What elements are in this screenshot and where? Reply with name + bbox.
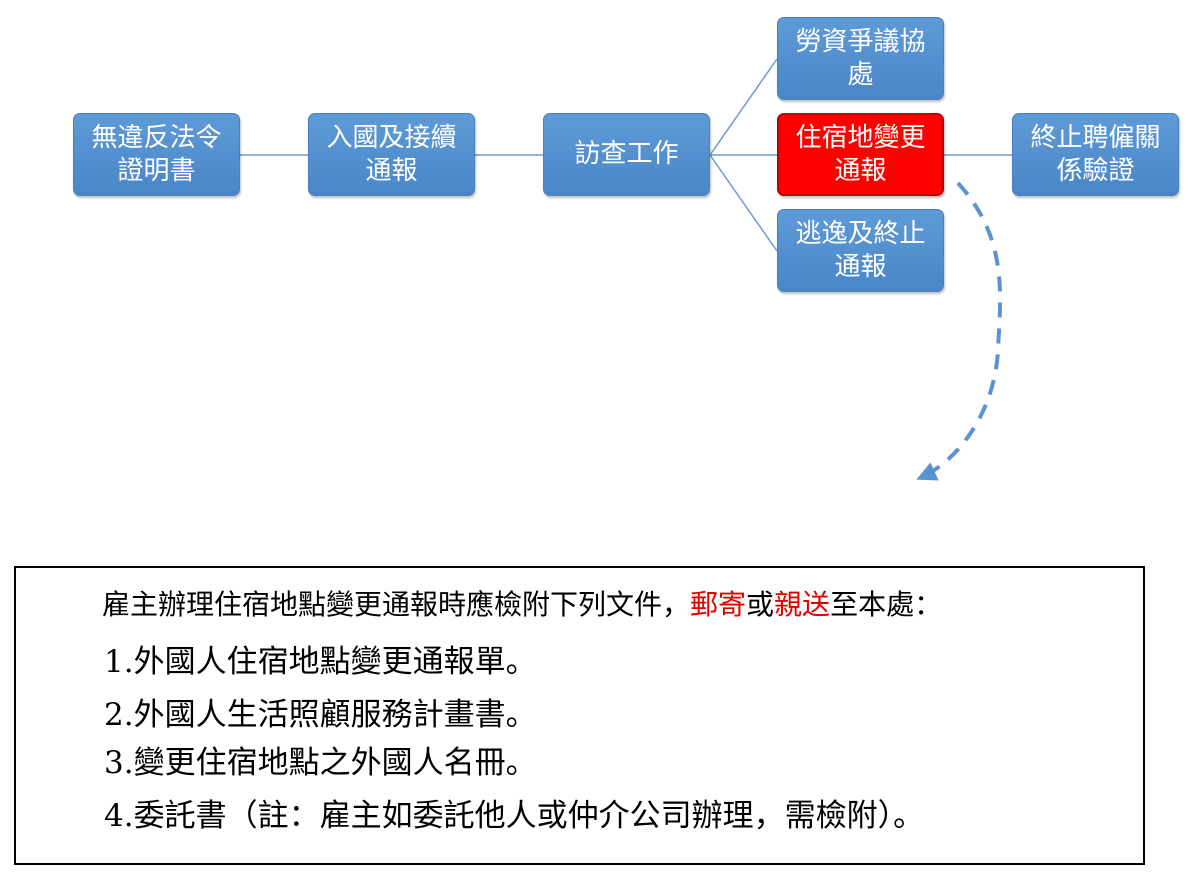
document-item: 3.變更住宿地點之外國人名冊。 [104, 745, 537, 781]
node-entry-notification: 入國及接續 通報 [308, 113, 475, 196]
intro-in-person-highlight: 親送 [774, 588, 831, 621]
node-no-violation-certificate: 無違反法令 證明書 [73, 113, 240, 196]
node-inspection-work: 訪查工作 [543, 113, 710, 196]
intro-text: 雇主辦理住宿地點變更通報時應檢附下列文件， [102, 588, 691, 621]
node-employment-termination-verification: 終止聘僱關 係驗證 [1012, 113, 1179, 196]
intro-or: 或 [746, 588, 775, 621]
edge-n3-n4 [709, 58, 778, 156]
node-labor-dispute: 勞資爭議協 處 [777, 17, 944, 100]
node-escape-termination-notification: 逃逸及終止 通報 [777, 209, 944, 292]
dashed-callout-arrow [916, 181, 1003, 481]
document-item: 2.外國人生活照顧服務計畫書。 [104, 697, 537, 733]
intro-mail-highlight: 郵寄 [690, 588, 747, 621]
required-documents-box: 雇主辦理住宿地點變更通報時應檢附下列文件，郵寄或親送至本處： 1.外國人住宿地點… [14, 566, 1145, 865]
document-item: 4.委託書（註：雇主如委託他人或仲介公司辦理，需檢附）。 [104, 798, 925, 834]
note-intro: 雇主辦理住宿地點變更通報時應檢附下列文件，郵寄或親送至本處： [102, 588, 942, 622]
node-residence-change-notification: 住宿地變更 通報 [777, 113, 944, 196]
intro-destination: 至本處： [830, 588, 943, 621]
document-item: 1.外國人住宿地點變更通報單。 [104, 644, 537, 680]
edge-n3-n6 [709, 154, 778, 252]
